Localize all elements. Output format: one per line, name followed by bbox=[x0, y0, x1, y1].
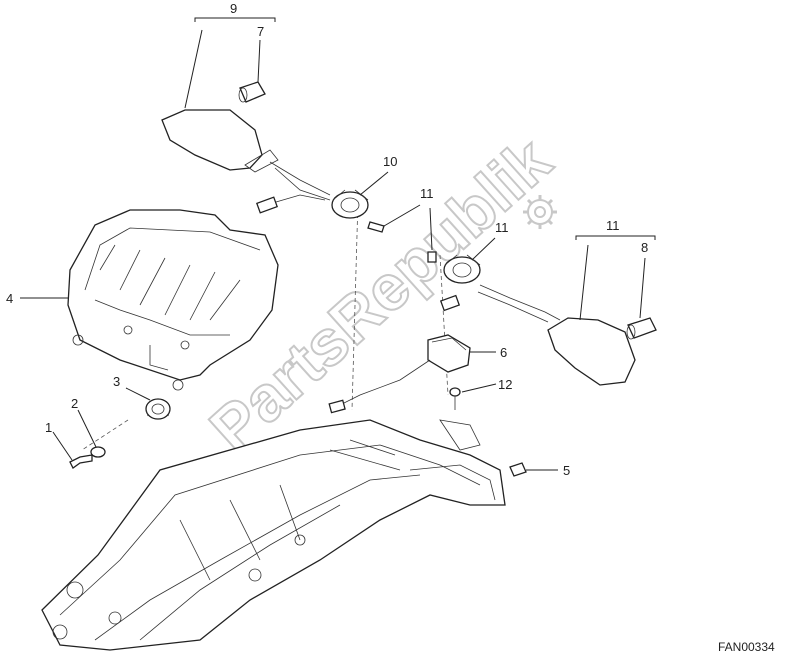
left-grommet bbox=[331, 189, 369, 219]
callout-6: 6 bbox=[500, 345, 507, 360]
drawing-code: FAN00334 bbox=[718, 640, 775, 654]
callout-12: 12 bbox=[498, 377, 512, 392]
right-grommet bbox=[443, 254, 481, 284]
callout-10: 11 bbox=[420, 186, 434, 201]
bolt bbox=[367, 221, 437, 263]
callout-7-right: 8 bbox=[641, 240, 648, 255]
screw bbox=[69, 454, 93, 469]
callout-9-right: 11 bbox=[495, 220, 509, 235]
callout-labels: 9 7 10 11 11 11 8 4 6 3 12 2 1 5 bbox=[6, 1, 648, 478]
callout-3: 3 bbox=[113, 374, 120, 389]
leader-lines bbox=[20, 17, 656, 471]
callout-1: 1 bbox=[45, 420, 52, 435]
right-turn-indicator bbox=[439, 284, 636, 386]
rear-subframe bbox=[41, 419, 506, 651]
callout-8: 9 bbox=[230, 1, 237, 16]
tail-light bbox=[67, 209, 279, 391]
nut bbox=[145, 398, 171, 420]
callout-4: 4 bbox=[6, 291, 13, 306]
left-bulb bbox=[238, 81, 266, 103]
bracket-screw bbox=[509, 462, 527, 477]
callout-5: 5 bbox=[563, 463, 570, 478]
assembly-axis-lines bbox=[81, 199, 449, 451]
callout-7-left: 7 bbox=[257, 24, 264, 39]
left-turn-indicator bbox=[161, 109, 331, 214]
plate-light-screw bbox=[449, 387, 461, 410]
callout-9-left: 10 bbox=[383, 154, 397, 169]
right-bulb bbox=[626, 317, 657, 340]
callout-2: 2 bbox=[71, 396, 78, 411]
washer bbox=[90, 446, 106, 458]
watermark-gear-icon bbox=[523, 195, 557, 229]
callout-11: 11 bbox=[606, 218, 620, 233]
license-plate-light bbox=[328, 334, 471, 414]
